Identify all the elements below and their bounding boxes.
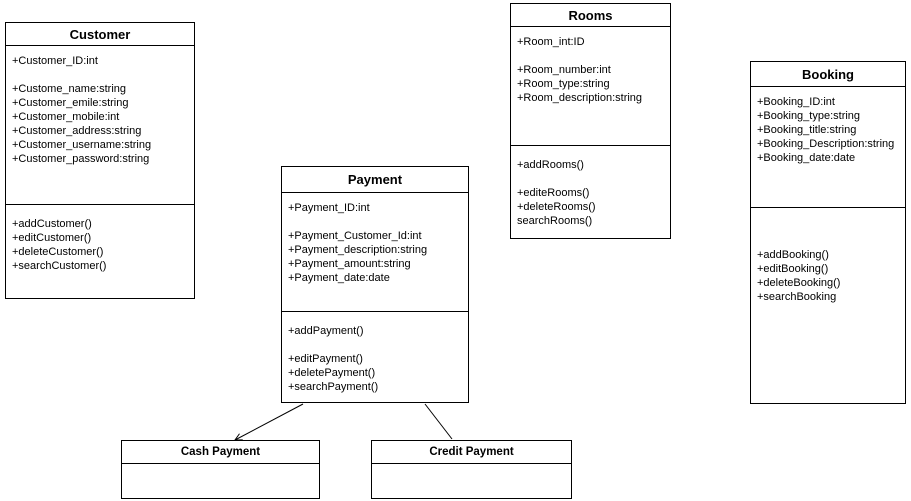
member-line	[517, 172, 670, 186]
member-line: +Customer_address:string	[12, 125, 142, 137]
methods-payment: +addPayment() +editPayment() +deletePaymen…	[282, 312, 468, 394]
member-line: +Customer_ID:int	[12, 55, 98, 67]
member-line	[288, 338, 468, 352]
member-line: +Customer_mobile:int	[12, 111, 120, 123]
class-title-booking: Booking	[751, 62, 905, 87]
member-line	[757, 234, 905, 248]
body-cash-payment	[122, 464, 319, 472]
class-box-credit-payment: Credit Payment	[371, 440, 572, 499]
attributes-customer: +Customer_ID:int +Custome_name:string +Cus…	[6, 46, 194, 205]
member-line: +searchBooking	[757, 291, 837, 303]
member-line: +deleteRooms()	[517, 201, 596, 213]
member-line: +Customer_password:string	[12, 153, 150, 165]
member-line: +Booking_ID:int	[757, 96, 835, 108]
member-line: +addCustomer()	[12, 218, 92, 230]
member-line: +editPayment()	[288, 353, 363, 365]
class-box-booking: Booking +Booking_ID:int +Booking_type:str…	[750, 61, 906, 404]
member-line: +deletePayment()	[288, 367, 376, 379]
member-line: +Booking_date:date	[757, 152, 856, 164]
member-line	[12, 68, 194, 82]
member-line: +searchCustomer()	[12, 260, 107, 272]
member-line: +searchPayment()	[288, 381, 379, 393]
member-line: +Room_number:int	[517, 64, 611, 76]
class-title-customer: Customer	[6, 23, 194, 46]
class-box-customer: Customer +Customer_ID:int +Custome_name:s…	[5, 22, 195, 299]
connector-payment-cash	[235, 403, 304, 440]
member-line: +Payment_ID:int	[288, 202, 370, 214]
member-line: +addBooking()	[757, 249, 829, 261]
methods-customer: +addCustomer() +editCustomer() +deleteCust…	[6, 205, 194, 273]
member-line: +Payment_description:string	[288, 244, 428, 256]
member-line: +Booking_Description:string	[757, 138, 895, 150]
member-line	[757, 220, 905, 234]
member-line: +Payment_Customer_Id:int	[288, 230, 422, 242]
class-title-payment: Payment	[282, 167, 468, 193]
body-credit-payment	[372, 464, 571, 472]
attributes-booking: +Booking_ID:int +Booking_type:string +Book…	[751, 87, 905, 208]
attributes-rooms: +Room_int:ID +Room_number:int +Room_type:s…	[511, 27, 670, 146]
member-line: +Room_description:string	[517, 92, 643, 104]
member-line: +deleteBooking()	[757, 277, 841, 289]
class-title-credit-payment: Credit Payment	[372, 441, 571, 464]
member-line: +Booking_type:string	[757, 110, 861, 122]
connector-payment-credit	[424, 403, 453, 440]
class-title-rooms: Rooms	[511, 4, 670, 27]
member-line: +editCustomer()	[12, 232, 92, 244]
member-line: +Customer_emile:string	[12, 97, 129, 109]
member-line: +addRooms()	[517, 159, 584, 171]
methods-rooms: +addRooms() +editeRooms() +deleteRooms() se…	[511, 146, 670, 228]
member-line: +Custome_name:string	[12, 83, 127, 95]
class-box-payment: Payment +Payment_ID:int +Payment_Customer…	[281, 166, 469, 403]
class-box-rooms: Rooms +Room_int:ID+Room_number:int+Room_…	[510, 3, 671, 239]
member-line	[517, 49, 670, 63]
member-line	[288, 215, 468, 229]
member-line: +Payment_amount:string	[288, 258, 411, 270]
attributes-payment: +Payment_ID:int +Payment_Customer_Id:int +…	[282, 193, 468, 312]
member-line: +Customer_username:string	[12, 139, 152, 151]
class-title-cash-payment: Cash Payment	[122, 441, 319, 464]
member-line: searchRooms()	[517, 215, 593, 227]
member-line: +Room_int:ID	[517, 36, 585, 48]
member-line: +editeRooms()	[517, 187, 590, 199]
methods-booking: +addBooking() +editBooking() +deleteBookin…	[751, 208, 905, 304]
class-box-cash-payment: Cash Payment	[121, 440, 320, 499]
member-line: +editBooking()	[757, 263, 829, 275]
member-line: +Booking_title:string	[757, 124, 857, 136]
member-line: +Payment_date:date	[288, 272, 390, 284]
member-line: +deleteCustomer()	[12, 246, 104, 258]
member-line: +Room_type:string	[517, 78, 610, 90]
member-line: +addPayment()	[288, 325, 364, 337]
